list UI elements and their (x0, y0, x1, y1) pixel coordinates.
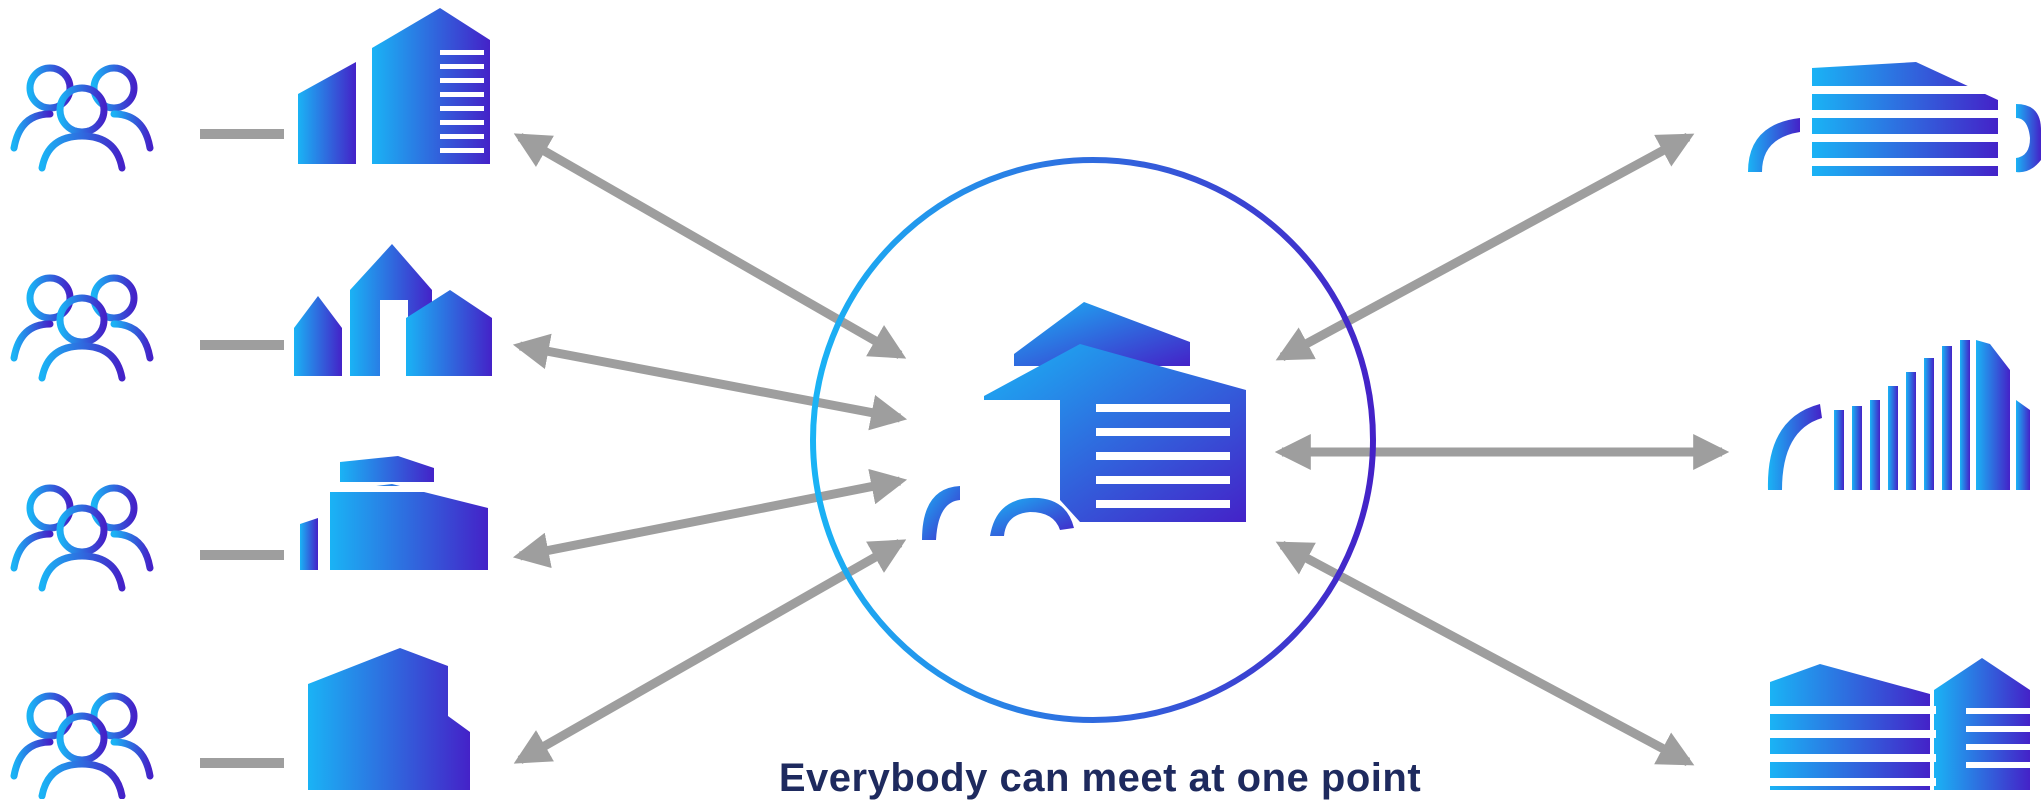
cloud-campus-icon (1770, 658, 2036, 790)
arrow-row2-to-hub (512, 333, 908, 431)
low-rise-building-icon (300, 456, 490, 570)
right-cloud-2 (1767, 340, 2030, 490)
cloud-datacenter-icon (1748, 62, 2041, 176)
connection-arrows (512, 133, 1730, 766)
user-group-icon (10, 274, 154, 382)
left-group-1 (10, 8, 490, 172)
arrow-hub-to-cloud3 (1275, 541, 1695, 766)
cloud-server-racks-icon (1767, 340, 2030, 490)
left-group-2 (10, 244, 492, 382)
stepped-building-icon (308, 648, 470, 790)
arrow-row4-to-hub (513, 539, 907, 764)
office-tower-icon (298, 8, 490, 164)
hub (810, 157, 1376, 723)
left-group-3 (10, 456, 490, 592)
connector-line (200, 758, 284, 768)
connector-line (200, 129, 284, 139)
diagram-caption: Everybody can meet at one point (778, 756, 1422, 800)
multi-roof-building-icon (294, 244, 492, 376)
connector-line (200, 340, 284, 350)
user-group-icon (10, 692, 154, 799)
arrow-row1-to-hub (513, 133, 907, 359)
hub-circle (810, 157, 1376, 723)
cloud-office-building-icon (922, 302, 1246, 540)
user-group-icon (10, 64, 154, 172)
right-cloud-3 (1770, 658, 2036, 790)
right-cloud-1 (1748, 62, 2041, 176)
user-group-icon (10, 484, 154, 592)
left-group-4 (10, 648, 470, 799)
connector-line (200, 550, 284, 560)
arrow-row3-to-hub (512, 468, 908, 569)
arrow-hub-to-cloud1 (1275, 133, 1695, 361)
